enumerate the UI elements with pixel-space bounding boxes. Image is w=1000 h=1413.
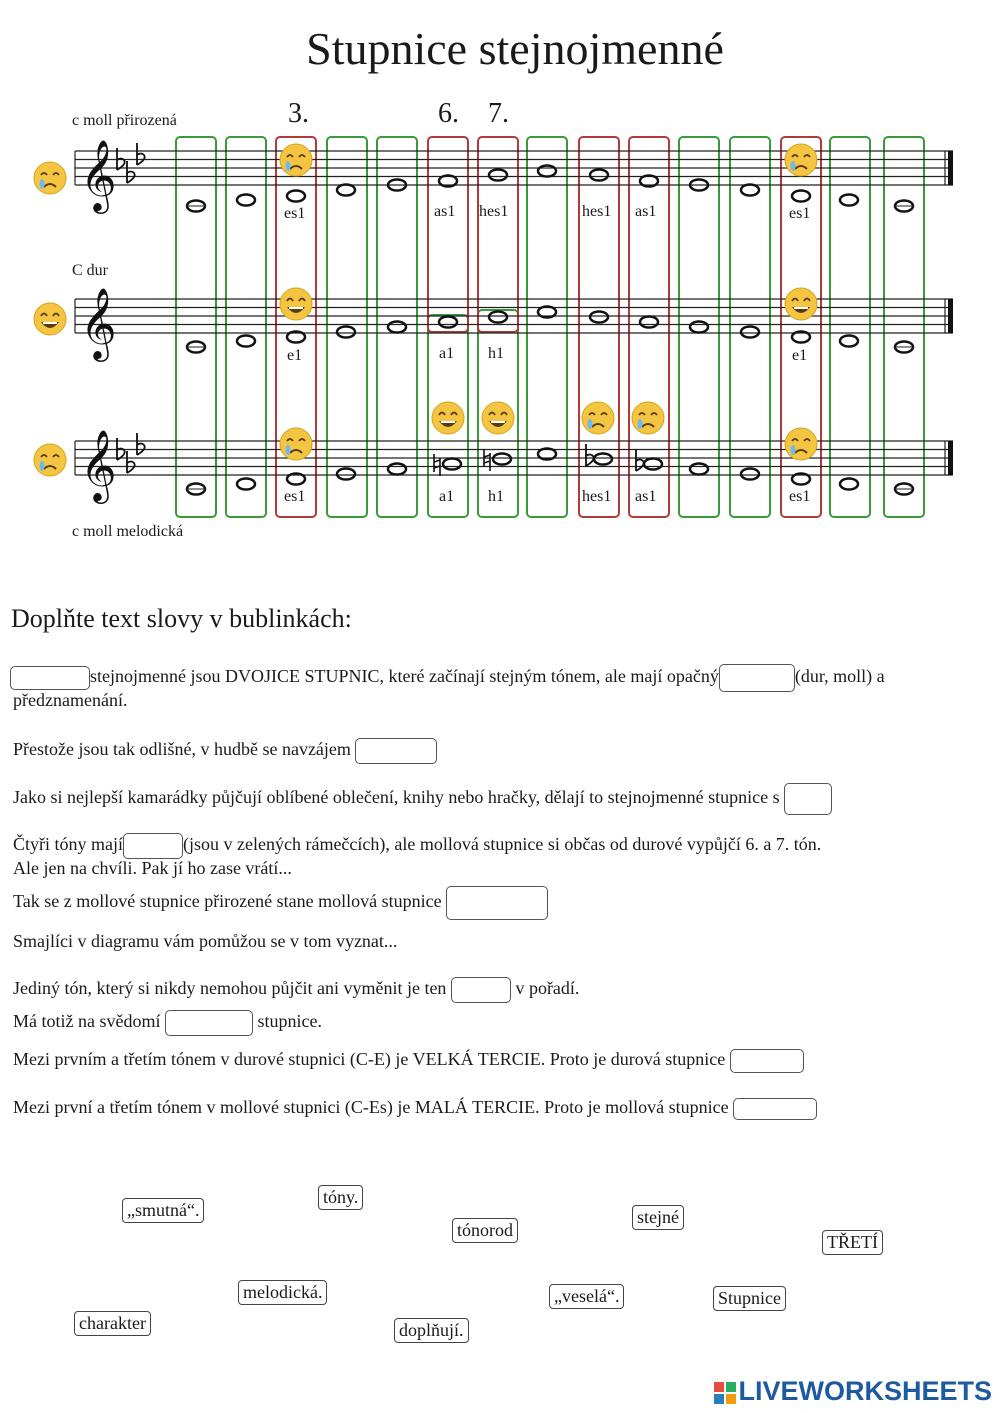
note-name: as1 [635, 203, 657, 220]
sentence-9: Mezi prvním a třetím tónem v durové stup… [13, 1049, 804, 1073]
sentence-4-cont: Ale jen na chvíli. Pak jí ho zase vrátí.… [13, 858, 292, 878]
answer-box-8[interactable] [164, 1010, 253, 1036]
note-name: h1 [488, 488, 504, 505]
word-vesela[interactable]: „veselá“. [549, 1284, 625, 1309]
word-charakter[interactable]: charakter [74, 1311, 151, 1336]
word-stejne[interactable]: stejné [632, 1205, 684, 1230]
answer-box-10[interactable] [733, 1097, 818, 1120]
answer-box-2[interactable] [718, 664, 795, 692]
liveworksheets-logo[interactable]: LIVEWORKSHEETS [714, 1376, 992, 1407]
column-number-7: 7. [488, 98, 509, 129]
note-name: hes1 [582, 488, 612, 505]
word-melodicka[interactable]: melodická. [238, 1280, 328, 1305]
word-doplnuji[interactable]: doplňují. [394, 1318, 469, 1343]
note-name: a1 [439, 488, 455, 505]
answer-box-7[interactable] [450, 977, 511, 1003]
note-name: e1 [792, 347, 808, 364]
sentence-4: Čtyři tóny mají(jsou v zelených rámečcíc… [13, 833, 821, 859]
sentence-10: Mezi první a třetím tónem v mollové stup… [13, 1097, 818, 1120]
sentence-3: Jako si nejlepší kamarádky půjčují oblíb… [13, 783, 833, 815]
svg-text:𝄞: 𝄞 [80, 138, 117, 214]
answer-box-5[interactable] [123, 833, 183, 859]
word-stupnice[interactable]: Stupnice [713, 1286, 786, 1311]
svg-text:𝄞: 𝄞 [80, 286, 117, 362]
word-tony[interactable]: tóny. [318, 1185, 364, 1210]
note-name: e1 [287, 347, 303, 364]
note-name: hes1 [582, 203, 612, 220]
note-name: hes1 [479, 203, 509, 220]
word-tonorod[interactable]: tónorod [452, 1218, 518, 1243]
note-name: es1 [284, 488, 306, 505]
sentence-7: Jediný tón, který si nikdy nemohou půjči… [13, 977, 579, 1003]
sentence-1: stejnojmenné jsou DVOJICE STUPNIC, které… [10, 664, 885, 692]
note-name: as1 [434, 203, 456, 220]
column-number-6: 6. [438, 98, 459, 129]
staff-label-melodic-minor: c moll melodická [72, 523, 184, 540]
answer-box-1[interactable] [10, 666, 90, 690]
note-name: es1 [284, 205, 306, 222]
note-name: es1 [789, 205, 811, 222]
column-number-3: 3. [288, 98, 309, 129]
answer-box-4[interactable] [784, 783, 833, 815]
note-name: a1 [439, 345, 455, 362]
answer-box-9[interactable] [729, 1049, 804, 1073]
word-treti[interactable]: TŘETÍ [822, 1230, 883, 1255]
sentence-8: Má totiž na svědomí stupnice. [13, 1010, 322, 1036]
staff-label-natural-minor: c moll přirozená [72, 112, 177, 129]
word-smutna[interactable]: „smutná“. [122, 1198, 205, 1223]
note-name: es1 [789, 488, 811, 505]
red-frames [275, 136, 822, 518]
sentence-2: Přestože jsou tak odlišné, v hudbě se na… [13, 738, 438, 764]
note-name: as1 [635, 488, 657, 505]
svg-text:𝄞: 𝄞 [80, 428, 117, 504]
liveworksheets-logo-text: LIVEWORKSHEETS [738, 1376, 992, 1406]
liveworksheets-logo-icon [714, 1381, 737, 1404]
sentence-1-cont: předznamenání. [13, 690, 128, 710]
sentence-6: Smajlíci v diagramu vám pomůžou se v tom… [13, 931, 398, 951]
staff-label-c-major: C dur [72, 262, 108, 279]
scale-diagram: 𝄞 𝄞 𝄞 [33, 136, 953, 518]
note-name: h1 [488, 345, 504, 362]
green-frames [175, 136, 925, 518]
page-title: Stupnice stejnojmenné [306, 23, 724, 74]
answer-box-3[interactable] [355, 738, 438, 764]
answer-box-6[interactable] [446, 886, 549, 920]
instructions-heading: Doplňte text slovy v bublinkách: [11, 604, 352, 633]
sentence-5: Tak se z mollové stupnice přirozené stan… [13, 886, 549, 920]
